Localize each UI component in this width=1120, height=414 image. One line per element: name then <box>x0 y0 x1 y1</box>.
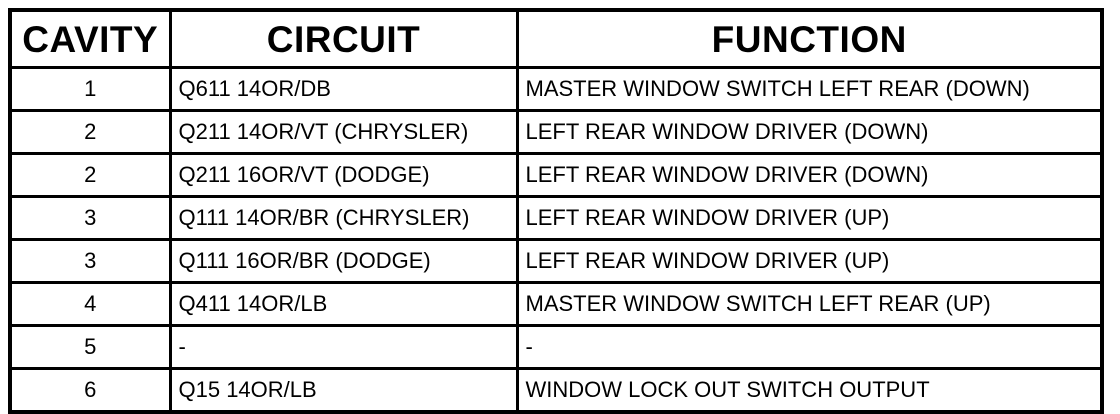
cell-function: LEFT REAR WINDOW DRIVER (DOWN) <box>515 109 1104 155</box>
cell-circuit: Q211 16OR/VT (DODGE) <box>168 152 519 198</box>
column-header-function: FUNCTION <box>515 8 1104 69</box>
column-header-circuit: CIRCUIT <box>168 8 519 69</box>
cell-cavity: 5 <box>8 324 172 370</box>
cell-cavity: 3 <box>8 238 172 284</box>
cell-function: - <box>515 324 1104 370</box>
cell-cavity: 2 <box>8 152 172 198</box>
cell-circuit: Q15 14OR/LB <box>168 367 519 414</box>
cell-circuit: Q411 14OR/LB <box>168 281 519 327</box>
column-header-cavity: CAVITY <box>8 8 172 69</box>
cell-circuit: Q211 14OR/VT (CHRYSLER) <box>168 109 519 155</box>
cell-function: LEFT REAR WINDOW DRIVER (UP) <box>515 195 1104 241</box>
cell-circuit: - <box>168 324 519 370</box>
table-header: CAVITY CIRCUIT FUNCTION <box>8 8 1104 69</box>
cell-cavity: 3 <box>8 195 172 241</box>
cell-cavity: 1 <box>8 66 172 112</box>
header-row: CAVITY CIRCUIT FUNCTION <box>8 8 1104 69</box>
table-row: 5-- <box>8 324 1104 370</box>
cell-function: MASTER WINDOW SWITCH LEFT REAR (UP) <box>515 281 1104 327</box>
cell-cavity: 6 <box>8 367 172 414</box>
cell-function: LEFT REAR WINDOW DRIVER (DOWN) <box>515 152 1104 198</box>
cell-function: LEFT REAR WINDOW DRIVER (UP) <box>515 238 1104 284</box>
cell-function: MASTER WINDOW SWITCH LEFT REAR (DOWN) <box>515 66 1104 112</box>
cell-cavity: 4 <box>8 281 172 327</box>
cell-function: WINDOW LOCK OUT SWITCH OUTPUT <box>515 367 1104 414</box>
cell-circuit: Q111 14OR/BR (CHRYSLER) <box>168 195 519 241</box>
cell-cavity: 2 <box>8 109 172 155</box>
cell-circuit: Q611 14OR/DB <box>168 66 519 112</box>
cell-circuit: Q111 16OR/BR (DODGE) <box>168 238 519 284</box>
